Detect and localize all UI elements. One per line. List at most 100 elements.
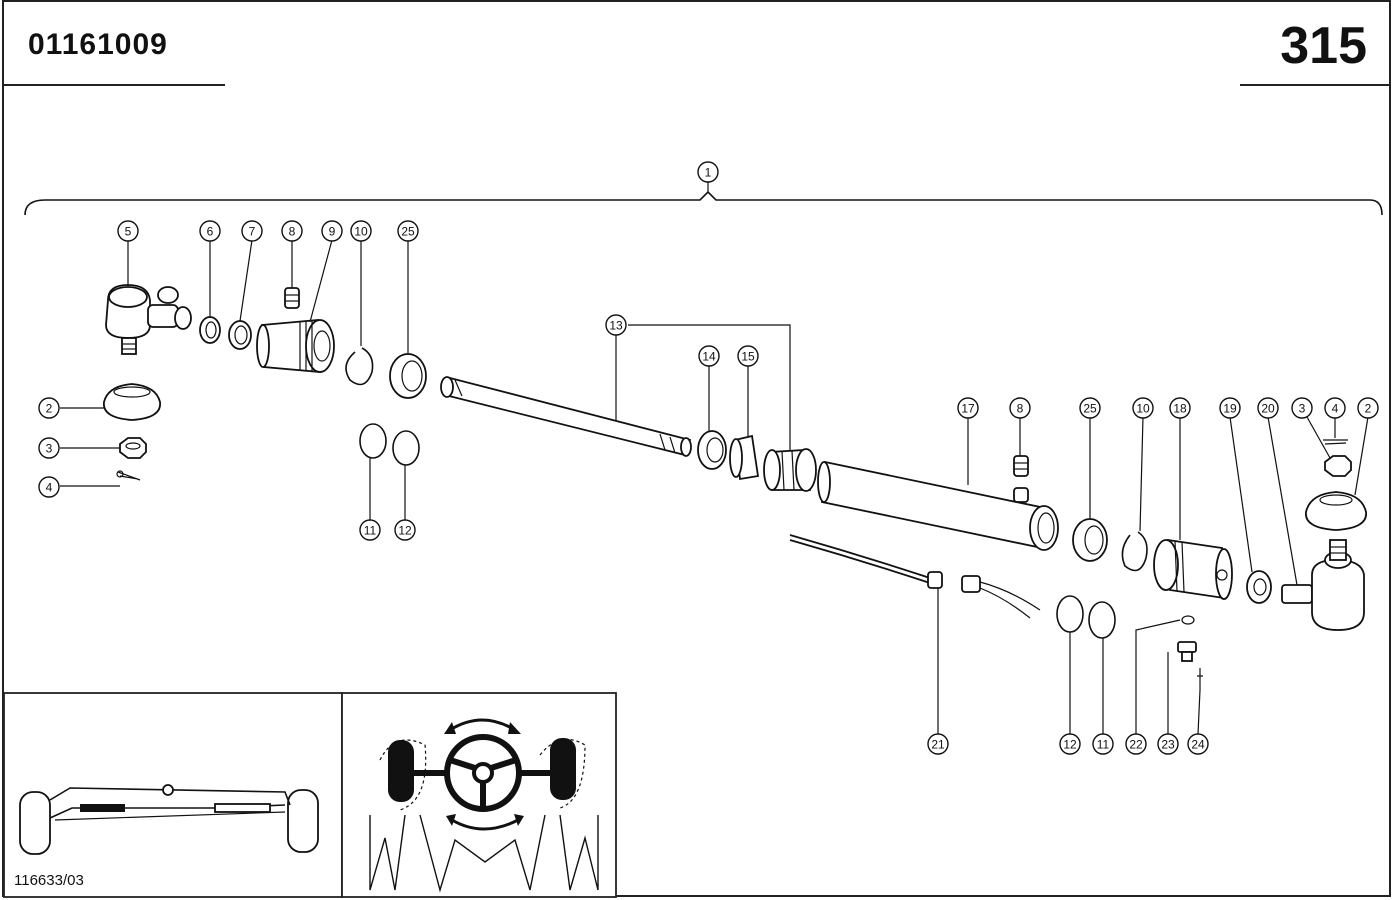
- callout-circle: [1219, 397, 1241, 419]
- callout-label: 11: [364, 524, 377, 538]
- callout-label: 7: [249, 225, 256, 239]
- nut-right: [1324, 455, 1352, 477]
- wheel-right-icon: [550, 738, 576, 800]
- callout-seal14: 14: [698, 345, 720, 367]
- callout-label: 21: [931, 738, 945, 752]
- callout-oring-left-b: 12: [394, 519, 416, 541]
- callout-label: 11: [1097, 738, 1110, 752]
- callout-circle: [38, 397, 60, 419]
- callout-circle: [117, 220, 139, 242]
- callout-circlip-left: 10: [350, 220, 372, 242]
- callout-cotter-pin-right: 4: [1324, 397, 1346, 419]
- callout-circle: [927, 733, 949, 755]
- callout-label: 20: [1261, 402, 1275, 416]
- callout-circle: [394, 519, 416, 541]
- callout-nut19: 19: [1219, 397, 1241, 419]
- callout-label: 10: [354, 225, 368, 239]
- callout-circle: [350, 220, 372, 242]
- cylinder-tube: [817, 460, 1059, 551]
- callout-boot-left: 2: [38, 397, 60, 419]
- callout-circle: [1169, 397, 1191, 419]
- callout-label: 2: [1365, 402, 1372, 416]
- callout-circle: [1187, 733, 1209, 755]
- pin-24: [1197, 668, 1203, 690]
- grease-fitting-left: [284, 287, 300, 309]
- callout-label: 18: [1173, 402, 1187, 416]
- grease-fitting-right: [1013, 455, 1029, 477]
- callout-circle: [1009, 397, 1031, 419]
- callout-piston-rod: 13: [605, 314, 627, 336]
- cotter-pin-right: [1323, 439, 1348, 445]
- callout-boot-right: 2: [1357, 397, 1379, 419]
- reference-code: 116633/03: [14, 872, 84, 889]
- callout-circle: [698, 345, 720, 367]
- callout-label: 2: [46, 402, 53, 416]
- callout-bushing-right: 25: [1079, 397, 1101, 419]
- callout-circle: [697, 161, 719, 183]
- callout-circle: [1357, 397, 1379, 419]
- oring-right-12: [1056, 595, 1084, 633]
- callout-label: 17: [961, 402, 975, 416]
- rotate-arrow-bottom: [451, 818, 519, 831]
- callout-circle: [1092, 733, 1114, 755]
- callout-hose: 21: [927, 733, 949, 755]
- callout-ball22: 22: [1125, 733, 1147, 755]
- callout-label: 12: [1063, 738, 1077, 752]
- header-divider-right: [1240, 84, 1391, 86]
- assembly-bracket: [24, 190, 1383, 216]
- callout-label: 14: [702, 350, 716, 364]
- callout-label: 15: [741, 350, 755, 364]
- callout-circle: [281, 220, 303, 242]
- boot-left: [103, 383, 161, 421]
- callout-circle: [38, 437, 60, 459]
- callout-tie-rod-end-left: 5: [117, 220, 139, 242]
- callout-label: 3: [46, 442, 53, 456]
- bleed-screw-23: [1177, 641, 1197, 662]
- callout-circle: [1125, 733, 1147, 755]
- ring-7: [228, 320, 252, 350]
- callout-circle: [1257, 397, 1279, 419]
- wheel-left-icon: [388, 740, 414, 802]
- callout-label: 23: [1161, 738, 1175, 752]
- callout-part7: 7: [241, 220, 263, 242]
- callout-label: 9: [329, 225, 336, 239]
- callout-label: 8: [1017, 402, 1024, 416]
- callout-pin24: 24: [1187, 733, 1209, 755]
- callout-circle: [957, 397, 979, 419]
- callout-circle: [737, 345, 759, 367]
- oring-right-11: [1088, 601, 1116, 639]
- callout-circle: [605, 314, 627, 336]
- callout-label: 22: [1129, 738, 1143, 752]
- callout-end-cap-left: 9: [321, 220, 343, 242]
- tie-rod-end-left: [105, 284, 192, 355]
- callout-end-cap-right: 18: [1169, 397, 1191, 419]
- callout-circle: [1132, 397, 1154, 419]
- callout-label: 25: [1083, 402, 1097, 416]
- callout-circle: [1079, 397, 1101, 419]
- callout-oring-right-b: 11: [1092, 733, 1114, 755]
- ring-6: [199, 316, 221, 344]
- bushing-left: [389, 353, 427, 399]
- axle-overview: [19, 784, 319, 855]
- page-number: 315: [1280, 17, 1367, 75]
- callout-part6: 6: [199, 220, 221, 242]
- callout-cotter-pin-left: 4: [38, 476, 60, 498]
- steering-cylinder-highlight: [80, 804, 125, 812]
- steering-illustration: [369, 718, 599, 893]
- callout-oring-right-a: 12: [1059, 733, 1081, 755]
- piston-rod: [440, 376, 692, 457]
- callout-circle: [241, 220, 263, 242]
- callout-seal15: 15: [737, 345, 759, 367]
- cotter-pin-left: [116, 470, 141, 481]
- document-number: 01161009: [28, 28, 168, 61]
- callout-label: 4: [1332, 402, 1339, 416]
- boot-right: [1305, 491, 1367, 531]
- callout-circle: [359, 519, 381, 541]
- oring-left-11: [359, 423, 387, 459]
- circlip-left: [345, 347, 374, 386]
- seal-14: [697, 430, 727, 470]
- callout-circle: [1059, 733, 1081, 755]
